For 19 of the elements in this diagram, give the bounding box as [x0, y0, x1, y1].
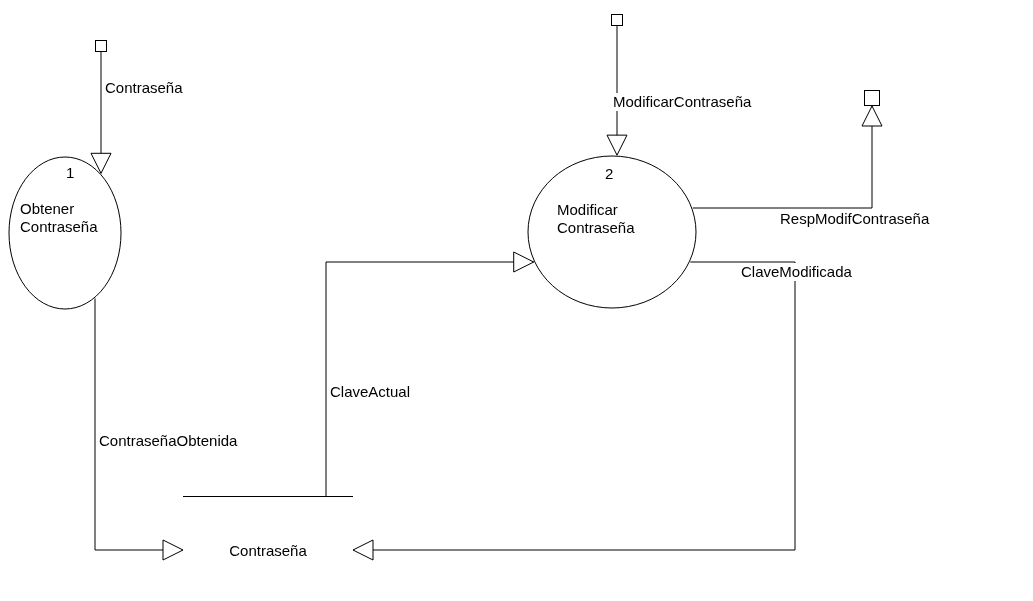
edge-label: ModificarContraseña [612, 93, 753, 111]
process-number: 2 [605, 165, 614, 183]
process-circle [527, 155, 697, 309]
edge-label: ClaveModificada [740, 263, 853, 281]
process-name: Modificar Contraseña [557, 201, 636, 237]
edge-label: RespModifContraseña [779, 210, 931, 228]
flow-arrow [325, 251, 535, 497]
terminator-box [95, 40, 107, 52]
flow-arrow [606, 25, 628, 156]
flow-arrow [94, 297, 184, 561]
process-name: Obtener Contraseña [20, 200, 99, 236]
store-name: Contraseña [228, 542, 308, 560]
flow-arrow [352, 261, 796, 561]
terminator-box [611, 14, 623, 26]
process-number: 1 [66, 164, 75, 182]
flow-arrow [90, 51, 112, 174]
terminator-box [864, 90, 880, 106]
flow-arrow [692, 105, 883, 209]
process-circle [8, 156, 122, 310]
